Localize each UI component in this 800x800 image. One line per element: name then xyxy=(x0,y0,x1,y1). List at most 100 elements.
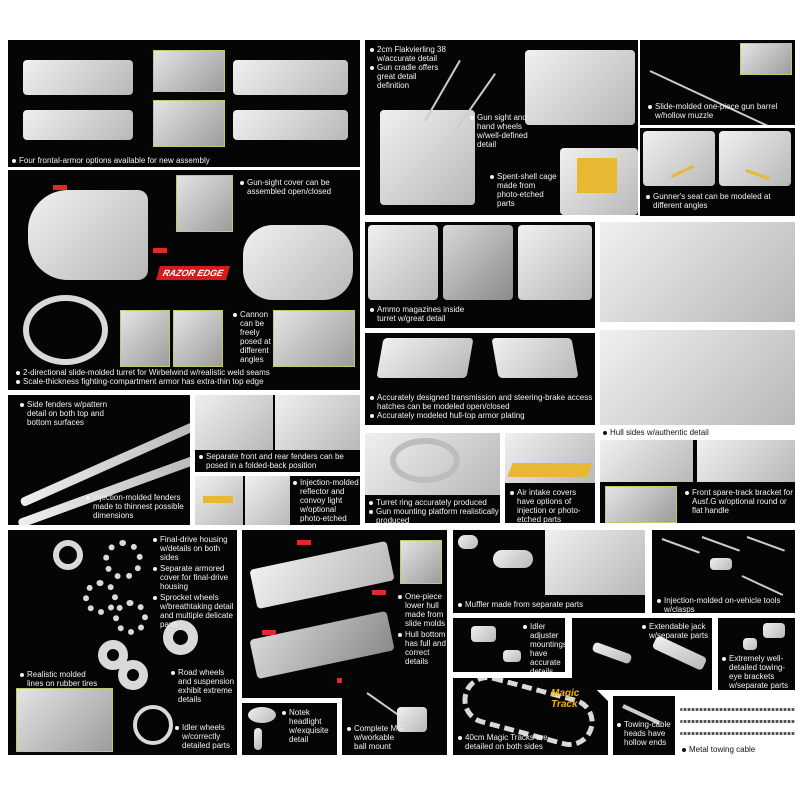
panel-wheels: Final-drive housing w/details on both si… xyxy=(8,530,237,755)
arrow-icon xyxy=(297,540,311,545)
weld-seam-inset xyxy=(120,310,170,367)
caption: Gun-sight cover can be assembled open/cl… xyxy=(240,178,355,196)
caption: Gun sight and hand wheels w/well-defined… xyxy=(470,113,535,149)
caption: Separate armored cover for final-drive h… xyxy=(153,564,237,591)
rubber-tire-inset xyxy=(16,688,113,752)
magic-track-logo: Magic Track xyxy=(551,688,580,710)
panel-lower-hull: One-piece lower hull made from slide mol… xyxy=(242,530,447,698)
tool-image xyxy=(710,558,732,570)
caption: 2cm Flakvierling 38 w/accurate detail xyxy=(370,45,450,63)
armor-plate-image xyxy=(233,60,348,95)
arrow-icon xyxy=(262,630,276,635)
armor-plate-image xyxy=(23,110,133,140)
headlight-mount-image xyxy=(254,728,262,750)
ball-mount-image xyxy=(397,707,427,732)
caption: Front spare-track bracket for Ausf.G w/o… xyxy=(685,488,793,515)
ammo-image xyxy=(443,225,513,300)
caption: Hull bottom has full and correct details xyxy=(398,630,446,666)
razor-edge-logo: RAZOR EDGE xyxy=(156,266,230,280)
caption: Gun cradle offers great detail definitio… xyxy=(370,63,450,90)
spare-track-image xyxy=(600,440,693,482)
panel-turret: RAZOR EDGE Gun-sight cover can be assemb… xyxy=(8,170,360,390)
hatch-image xyxy=(376,338,474,378)
caption: Scale-thickness fighting-compartment arm… xyxy=(16,377,356,386)
headlight-image xyxy=(248,707,276,723)
adjuster-image xyxy=(503,650,521,662)
panel-flak: 2cm Flakvierling 38 w/accurate detail Gu… xyxy=(365,40,638,215)
caption: Injection-molded fenders made to thinnes… xyxy=(86,493,186,520)
panel-air-intake: Air intake covers have options of inject… xyxy=(505,433,595,523)
caption: Gun mounting platform realistically prod… xyxy=(369,507,499,523)
metal-cable-image xyxy=(680,732,795,735)
muzzle-inset xyxy=(740,43,792,75)
adjuster-image xyxy=(471,626,496,642)
caption: Idler wheels w/correctly detailed parts xyxy=(175,723,237,750)
gun-sight-image xyxy=(525,50,635,125)
caption: 2-directional slide-molded turret for Wi… xyxy=(16,368,356,377)
turret-armor-image xyxy=(28,190,148,280)
panel-gunner-seat: Gunner's seat can be modeled at differen… xyxy=(640,128,795,216)
panel-jack: Extendable jack w/separate parts xyxy=(572,618,712,690)
panel-tools: Injection-molded on-vehicle tools w/clas… xyxy=(652,530,795,613)
seat-image xyxy=(719,131,791,186)
caption: Four frontal-armor options available for… xyxy=(12,156,352,165)
panel-frontal-armor: Four frontal-armor options available for… xyxy=(8,40,360,167)
panel-towing-eye: Extremely well-detailed towing-eye brack… xyxy=(718,618,795,690)
caption: Injection-molded reflector and convoy li… xyxy=(293,478,359,525)
hull-sides-image xyxy=(600,330,795,425)
road-wheel-image xyxy=(98,640,128,670)
muffler-image xyxy=(493,550,533,568)
cannon-inset xyxy=(273,310,355,367)
turret-ring-image xyxy=(23,295,108,365)
handle-inset xyxy=(605,486,677,523)
caption: Complete MG w/workable ball mount xyxy=(347,724,407,751)
tool-image xyxy=(746,536,785,552)
caption: Idler adjuster mountings have accurate d… xyxy=(523,622,565,672)
final-drive-image xyxy=(53,540,83,570)
caption: Realistic molded lines on rubber tires xyxy=(20,670,100,688)
caption: Cannon can be freely posed at different … xyxy=(233,310,273,364)
road-wheel-image xyxy=(118,660,148,690)
panel-idler-adjuster: Idler adjuster mountings have accurate d… xyxy=(453,618,565,672)
turret-ring-shape xyxy=(390,438,460,483)
panel-muffler: Muffler made from separate parts xyxy=(453,530,645,613)
panel-transmission: Accurately designed transmission and ste… xyxy=(365,333,595,425)
caption: Extendable jack w/separate parts xyxy=(642,622,712,640)
panel-notek: Notek headlight w/exquisite detail xyxy=(242,703,337,755)
armor-option-inset xyxy=(153,100,225,147)
gun-sight-inset xyxy=(176,175,233,232)
hull-rear-image xyxy=(545,530,645,595)
caption: Sprocket wheels w/breathtaking detail an… xyxy=(153,593,237,629)
caption: Metal towing cable xyxy=(682,745,797,754)
panel-folded-fenders: Separate front and rear fenders can be p… xyxy=(195,395,360,472)
spare-track-image xyxy=(697,440,795,482)
metal-cable-image xyxy=(680,720,795,723)
convoy-light-image xyxy=(245,476,290,525)
caption: Extremely well-detailed towing-eye brack… xyxy=(722,654,795,690)
panel-spare-track: Front spare-track bracket for Ausf.G w/o… xyxy=(600,440,795,523)
panel-side-fenders: Side fenders w/pattern detail on both to… xyxy=(8,395,190,525)
photo-etched-cover xyxy=(507,463,593,477)
caption: Final-drive housing w/details on both si… xyxy=(153,535,237,562)
caption: Separate front and rear fenders can be p… xyxy=(199,452,359,470)
caption: Injection-molded on-vehicle tools w/clas… xyxy=(657,596,792,613)
metal-cable-image xyxy=(680,708,795,711)
muffler-parts-image xyxy=(458,535,478,549)
turret-assembled-image xyxy=(243,225,353,300)
sprocket-image xyxy=(83,580,118,615)
panel-tracks: Magic Track 40cm Magic Tracks are detail… xyxy=(453,678,608,755)
caption: Turret ring accurately produced xyxy=(369,498,499,507)
caption: Hull sides w/authentic detail xyxy=(603,428,793,437)
caption: Spent-shell cage made from photo-etched … xyxy=(490,172,560,208)
fender-fold-image xyxy=(275,395,360,450)
lower-hull-image xyxy=(249,540,395,610)
weld-seam-inset xyxy=(173,310,223,367)
caption: Air intake covers have options of inject… xyxy=(510,488,595,523)
ammo-image xyxy=(518,225,592,300)
photo-etched-reflector xyxy=(203,496,233,503)
caption: Muffler made from separate parts xyxy=(458,600,608,609)
fender-fold-image xyxy=(195,395,273,450)
armor-option-inset xyxy=(153,50,225,92)
seat-image xyxy=(643,131,715,186)
towing-eye-image xyxy=(743,638,757,650)
